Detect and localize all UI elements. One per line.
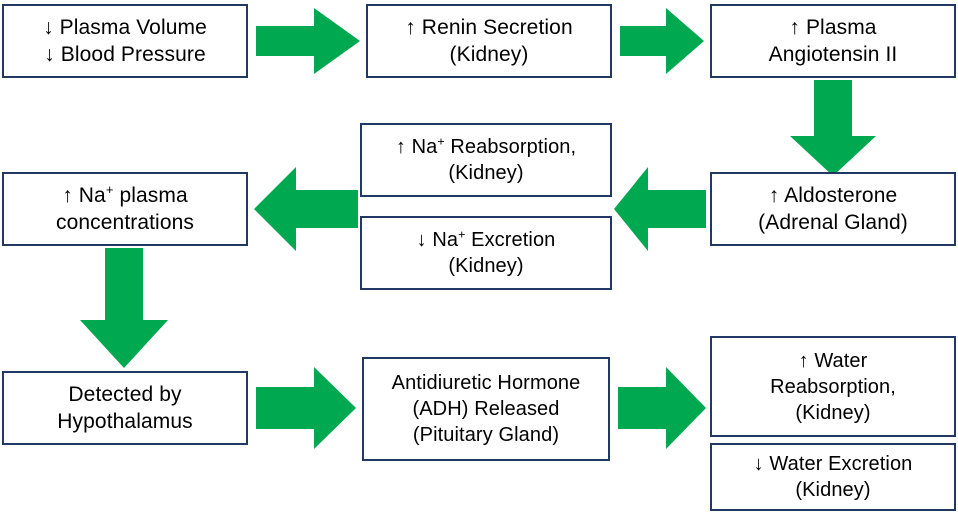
node-plasma-volume-blood-pressure[interactable]: ↓ Plasma Volume ↓ Blood Pressure xyxy=(2,4,248,78)
node-water-excretion[interactable]: ↓ Water Excretion (Kidney) xyxy=(710,443,956,511)
node-line-text: ↓ Na xyxy=(416,229,459,251)
node-line: Hypothalamus xyxy=(57,410,193,433)
arrow-angiotensin-to-aldosterone xyxy=(790,80,876,176)
node-line-text: ↑ Na xyxy=(395,136,438,158)
node-line: (Kidney) xyxy=(449,43,529,66)
node-line: ↑ Na+ plasma xyxy=(62,182,188,209)
node-line: ↑ Plasma xyxy=(789,15,877,39)
node-line: concentrations xyxy=(56,211,194,234)
node-line: Reabsorption, xyxy=(770,375,896,398)
arrow-adh-to-water xyxy=(618,367,706,449)
node-detected-by-hypothalamus[interactable]: Detected by Hypothalamus xyxy=(2,371,248,445)
node-line: Antidiuretic Hormone xyxy=(391,372,581,394)
node-line: ↑ Renin Secretion xyxy=(405,15,573,39)
node-line: (Kidney) xyxy=(795,479,871,501)
node-line-text: ↑ Na xyxy=(62,183,106,207)
node-line: ↓ Water Excretion xyxy=(753,453,913,475)
node-na-plasma-concentrations[interactable]: ↑ Na+ plasma concentrations xyxy=(2,172,248,246)
arrow-aldosterone-to-na-handling xyxy=(614,167,706,251)
node-line: ↓ Blood Pressure xyxy=(44,43,206,66)
node-water-reabsorption[interactable]: ↑ Water Reabsorption, (Kidney) xyxy=(710,336,956,437)
node-aldosterone[interactable]: ↑ Aldosterone (Adrenal Gland) xyxy=(710,172,956,246)
node-line: ↑ Na+ Reabsorption, xyxy=(396,134,576,160)
node-plasma-angiotensin-ii[interactable]: ↑ Plasma Angiotensin II xyxy=(710,4,956,78)
node-line-text: Excretion xyxy=(465,229,556,251)
arrow-plasma-to-renin xyxy=(256,8,360,74)
node-na-reabsorption[interactable]: ↑ Na+ Reabsorption, (Kidney) xyxy=(360,123,612,197)
node-line-text: Reabsorption, xyxy=(444,136,577,158)
node-line: Angiotensin II xyxy=(768,43,898,66)
node-line: ↑ Water xyxy=(798,349,868,372)
superscript-plus: + xyxy=(458,227,466,242)
node-line: (Kidney) xyxy=(448,162,524,184)
arrow-na-plasma-to-hypothalamus xyxy=(80,248,168,368)
node-line: (Kidney) xyxy=(448,255,524,277)
arrow-renin-to-angiotensin xyxy=(620,8,704,74)
node-line: (Kidney) xyxy=(795,401,871,424)
superscript-plus: + xyxy=(437,134,445,149)
superscript-plus: + xyxy=(105,181,114,197)
node-line: ↓ Plasma Volume xyxy=(43,15,207,39)
node-adh-released[interactable]: Antidiuretic Hormone (ADH) Released (Pit… xyxy=(362,357,610,461)
node-line: ↓ Na+ Excretion xyxy=(417,227,556,253)
node-line: (Pituitary Gland) xyxy=(412,424,560,446)
arrow-na-handling-to-na-plasma xyxy=(254,167,358,251)
node-line: (Adrenal Gland) xyxy=(758,211,908,234)
arrow-hypothalamus-to-adh xyxy=(256,367,356,449)
node-line: (ADH) Released xyxy=(412,398,560,420)
node-line: ↑ Aldosterone xyxy=(768,183,898,207)
node-line-text: plasma xyxy=(113,183,188,207)
node-renin-secretion[interactable]: ↑ Renin Secretion (Kidney) xyxy=(366,4,612,78)
node-line: Detected by xyxy=(68,382,182,406)
node-na-excretion[interactable]: ↓ Na+ Excretion (Kidney) xyxy=(360,216,612,290)
